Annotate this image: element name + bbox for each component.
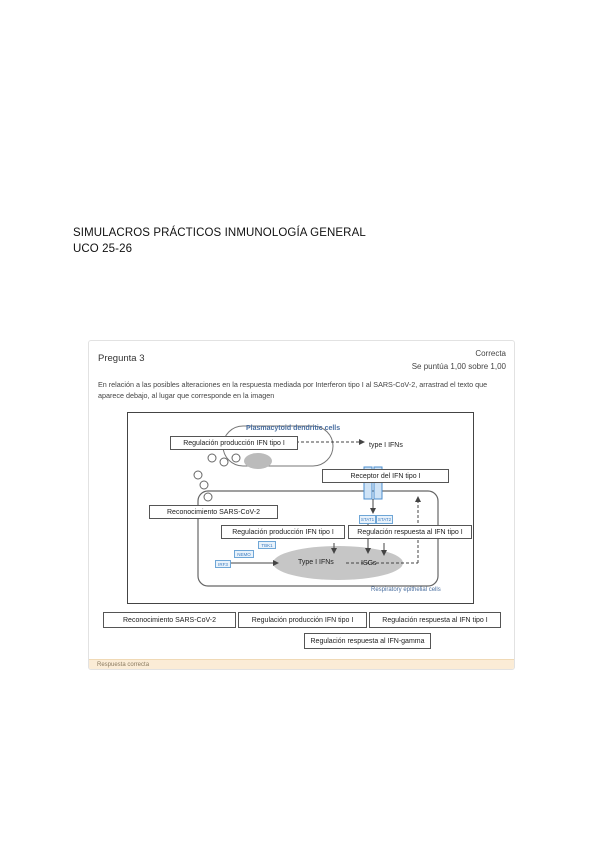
- document-header: SIMULACROS PRÁCTICOS INMUNOLOGÍA GENERAL…: [73, 225, 366, 257]
- ifn-receptor-chain-1: [363, 466, 373, 500]
- nemo-box: NEMO: [234, 550, 254, 558]
- question-text: En relación a las posibles alteraciones …: [98, 380, 488, 400]
- drag-option-1[interactable]: Reconocimiento SARS-CoV-2: [103, 612, 236, 628]
- ifn-receptor-chain-2: [373, 466, 383, 500]
- isgs-label: ISGs: [361, 560, 377, 567]
- drop-zone-4[interactable]: Regulación producción IFN tipo I: [221, 525, 345, 539]
- drop-zone-3[interactable]: Reconocimiento SARS-CoV-2: [149, 505, 278, 519]
- virus-particles: [193, 453, 241, 502]
- pdc-nucleus: [244, 453, 272, 469]
- question-status: Correcta Se puntúa 1,00 sobre 1,00: [412, 347, 506, 373]
- document-subtitle: UCO 25-26: [73, 243, 133, 255]
- pdc-label: Plasmacytoid dendritic cells: [246, 425, 341, 432]
- drag-option-2[interactable]: Regulación producción IFN tipo I: [238, 612, 367, 628]
- question-title: Pregunta 3: [98, 353, 145, 364]
- drag-option-3[interactable]: Regulación respuesta al IFN tipo I: [369, 612, 501, 628]
- type-i-ifns-inner-label: Type I IFNs: [298, 559, 334, 566]
- question-card: Pregunta 3 Correcta Se puntúa 1,00 sobre…: [88, 340, 515, 670]
- document-title: SIMULACROS PRÁCTICOS INMUNOLOGÍA GENERAL: [73, 227, 366, 239]
- irf3-box: IRF3: [215, 560, 231, 568]
- status-badge: Correcta: [475, 349, 506, 358]
- stat2-box: STAT2: [376, 515, 393, 524]
- drop-zone-5[interactable]: Regulación respuesta al IFN tipo I: [348, 525, 472, 539]
- epithelial-nucleus: [273, 546, 403, 580]
- pathway-figure: Plasmacytoid dendritic cells type I IFNs…: [127, 412, 474, 604]
- drag-option-4[interactable]: Regulación respuesta al IFN-gamma: [304, 633, 431, 649]
- type-i-ifns-label: type I IFNs: [369, 442, 403, 449]
- tbk1-box: TBK1: [258, 541, 276, 549]
- stat1-box: STAT1: [359, 515, 376, 524]
- answer-feedback-bar: Respuesta correcta: [89, 659, 514, 669]
- drop-zone-2[interactable]: Receptor del IFN tipo I: [322, 469, 449, 483]
- figure-drawing: [193, 425, 439, 587]
- epithelial-label: Respiratory epithelial cells: [371, 587, 441, 593]
- drop-zone-1[interactable]: Regulación producción IFN tipo I: [170, 436, 298, 450]
- question-score: Se puntúa 1,00 sobre 1,00: [411, 362, 506, 371]
